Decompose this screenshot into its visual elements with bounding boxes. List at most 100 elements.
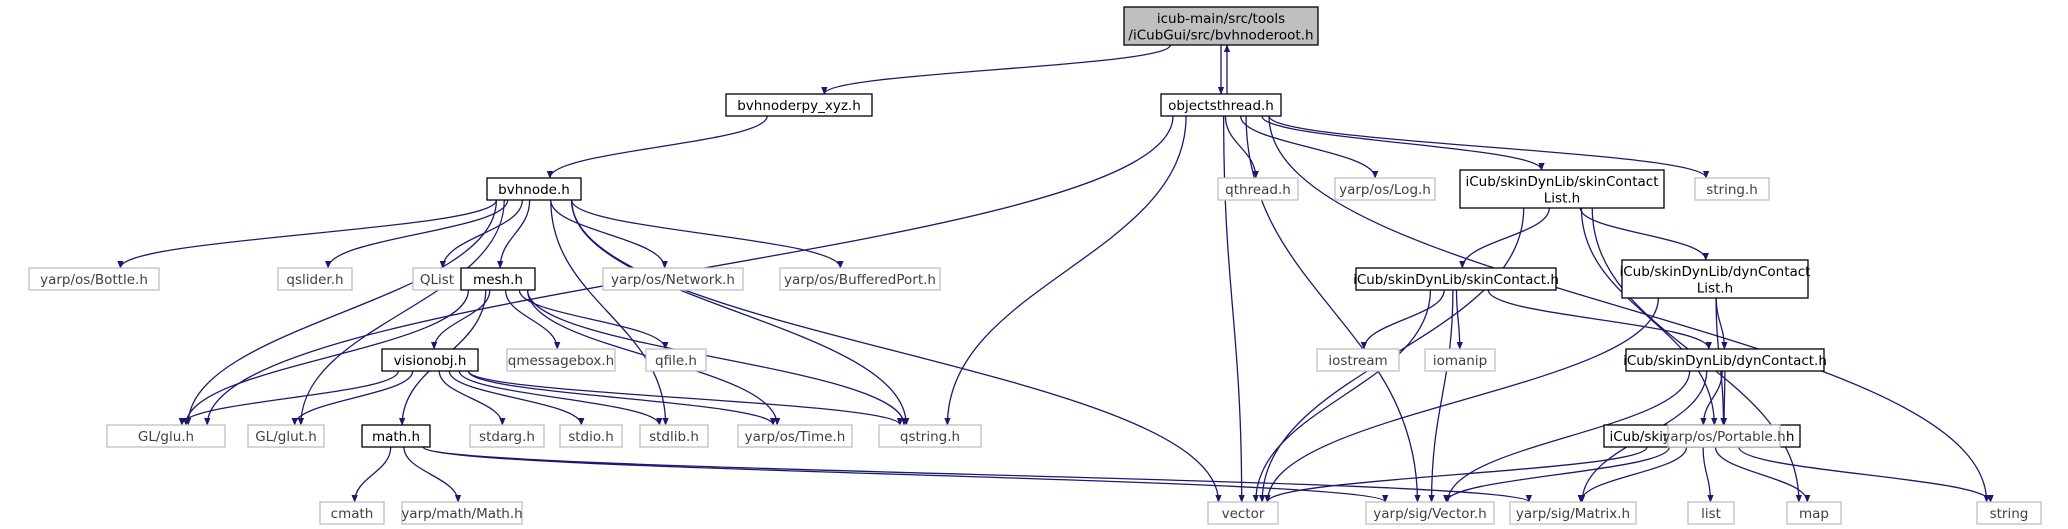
node-dyncontact[interactable]: iCub/skinDynLib/dynContact.h xyxy=(1623,348,1827,372)
node-math[interactable]: math.h xyxy=(361,424,431,448)
edge-visionobj-to-stdarg xyxy=(438,370,506,426)
node-box xyxy=(1509,501,1637,525)
node-label: visionobj.h xyxy=(394,353,467,369)
edge-bvhnode-to-qstring xyxy=(570,199,910,426)
node-label: iCub/skinDynLib/dynContact.h xyxy=(1623,353,1827,369)
edge-dyncontactlist-to-vector xyxy=(1264,297,1660,503)
node-objectsthread[interactable]: objectsthread.h xyxy=(1160,93,1282,117)
node-label: yarp/os/BufferedPort.h xyxy=(784,272,936,288)
node-label: yarp/os/Time.h xyxy=(745,429,846,445)
node-bvhnode[interactable]: bvhnode.h xyxy=(486,177,582,201)
edge-bvhnode-to-stdlib xyxy=(550,199,669,426)
node-box xyxy=(319,501,385,525)
edge-skincontact-to-iomanip xyxy=(1455,289,1463,350)
edge-math-to-sigvector xyxy=(422,446,1389,503)
node-box xyxy=(1459,169,1665,209)
node-box xyxy=(469,424,545,448)
edge-visionobj-to-glu xyxy=(178,370,399,426)
node-label: iCub/skinDynLib/dynContact xyxy=(1620,264,1811,280)
node-box xyxy=(1207,501,1279,525)
edge-math-to-cmath xyxy=(351,446,392,503)
node-glut: GL/glut.h xyxy=(247,424,325,448)
node-box xyxy=(1316,348,1400,372)
node-label: yarp/os/Network.h xyxy=(611,272,735,288)
node-label: string xyxy=(1990,506,2029,522)
node-label: iCub/skinDynLib/skinContact.h xyxy=(1353,272,1559,288)
edge-bvhnode-to-network xyxy=(550,199,668,269)
node-qmessagebox: qmessagebox.h xyxy=(506,348,616,372)
node-mesh[interactable]: mesh.h xyxy=(460,267,536,291)
edge-skincontact-to-vector xyxy=(1252,289,1432,503)
edge-common-to-string xyxy=(1738,446,1994,503)
node-stdarg: stdarg.h xyxy=(469,424,545,448)
node-box xyxy=(602,267,744,291)
node-label: vector xyxy=(1222,506,1265,522)
node-label: stdarg.h xyxy=(479,429,535,445)
node-iostream: iostream xyxy=(1316,348,1400,372)
node-label: GL/glu.h xyxy=(138,429,194,445)
edge-mesh-to-qfile xyxy=(518,289,669,350)
node-label: List.h xyxy=(1697,280,1733,296)
node-visionobj[interactable]: visionobj.h xyxy=(381,348,479,372)
node-skincontact[interactable]: iCub/skinDynLib/skinContact.h xyxy=(1353,267,1559,291)
edge-mesh-to-glu xyxy=(182,289,470,426)
edge-common-to-vector xyxy=(1264,446,1648,503)
node-label: iCub/skinDynLib/skinContact xyxy=(1465,174,1658,190)
node-label: yarp/sig/Matrix.h xyxy=(1516,506,1630,522)
edge-skincontact-to-dyncontact xyxy=(1487,289,1713,350)
node-label: yarp/sig/Vector.h xyxy=(1373,506,1486,522)
node-label: mesh.h xyxy=(473,272,523,288)
node-root[interactable]: icub-main/src/tools/iCubGui/src/bvhnoder… xyxy=(1123,6,1319,46)
node-label: QList xyxy=(420,272,454,288)
node-bottle: yarp/os/Bottle.h xyxy=(28,267,160,291)
edge-objectsthread-to-sigvector xyxy=(1245,115,1421,503)
node-box xyxy=(1217,177,1299,201)
node-bvhnoderpy[interactable]: bvhnoderpy_xyz.h xyxy=(725,93,873,117)
node-box xyxy=(486,177,582,201)
edge-skincontactlist-to-portable xyxy=(1580,207,1718,426)
node-label: yarp/os/Portable.h xyxy=(1662,429,1785,445)
node-label: qmessagebox.h xyxy=(508,353,615,369)
node-glu: GL/glu.h xyxy=(106,424,226,448)
edge-dyncontact-to-common xyxy=(1700,370,1723,426)
node-qstring: qstring.h xyxy=(878,424,982,448)
node-label: iostream xyxy=(1328,353,1387,369)
node-box xyxy=(1667,424,1781,448)
edge-objectsthread-to-vector xyxy=(1222,115,1245,503)
node-yarpmath: yarp/math/Math.h xyxy=(401,501,523,525)
node-label: /iCubGui/src/bvhnoderoot.h xyxy=(1128,27,1313,43)
edge-common-to-list xyxy=(1702,446,1714,503)
node-list: list xyxy=(1687,501,1735,525)
node-box xyxy=(725,93,873,117)
edge-visionobj-to-stdio xyxy=(448,370,585,426)
node-label: List.h xyxy=(1544,190,1580,206)
edge-bvhnode-to-qslider xyxy=(324,199,509,269)
node-label: stdio.h xyxy=(568,429,614,445)
node-box xyxy=(645,348,707,372)
node-box xyxy=(361,424,431,448)
node-box xyxy=(1786,501,1842,525)
node-box xyxy=(878,424,982,448)
node-label: cmath xyxy=(331,506,374,522)
node-label: iomanip xyxy=(1433,353,1487,369)
node-label: bvhnoderpy_xyz.h xyxy=(737,98,861,114)
edges xyxy=(117,44,1994,503)
edge-skincontact-to-iostream xyxy=(1360,289,1445,350)
edge-mesh-to-visionobj xyxy=(430,289,491,350)
node-stringh: string.h xyxy=(1694,177,1770,201)
node-sigmatrix: yarp/sig/Matrix.h xyxy=(1509,501,1637,525)
edge-skincontact-to-sigvector xyxy=(1428,289,1454,503)
edge-visionobj-to-stdlib xyxy=(458,370,663,426)
node-yarplog: yarp/os/Log.h xyxy=(1334,177,1436,201)
node-box xyxy=(460,267,536,291)
edge-objectsthread-to-string xyxy=(1268,115,1990,503)
node-label: qslider.h xyxy=(286,272,343,288)
node-label: qthread.h xyxy=(1225,182,1291,198)
edge-root-to-bvhnoderpy xyxy=(821,44,1172,95)
node-label: qstring.h xyxy=(900,429,960,445)
edge-skincontactlist-to-dyncontactlist xyxy=(1579,207,1709,261)
node-stdlib: stdlib.h xyxy=(639,424,709,448)
